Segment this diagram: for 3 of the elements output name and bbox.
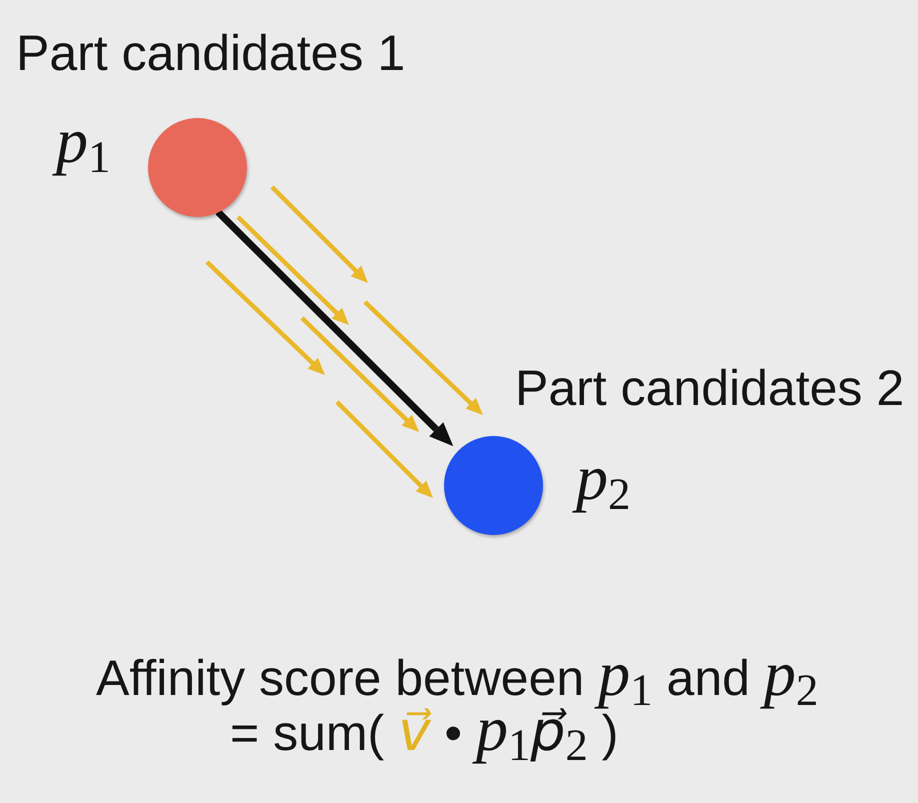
group-heading: Part candidates 2 [515,363,904,413]
arrow [215,209,454,446]
group-heading: Part candidates 1 [16,28,406,78]
